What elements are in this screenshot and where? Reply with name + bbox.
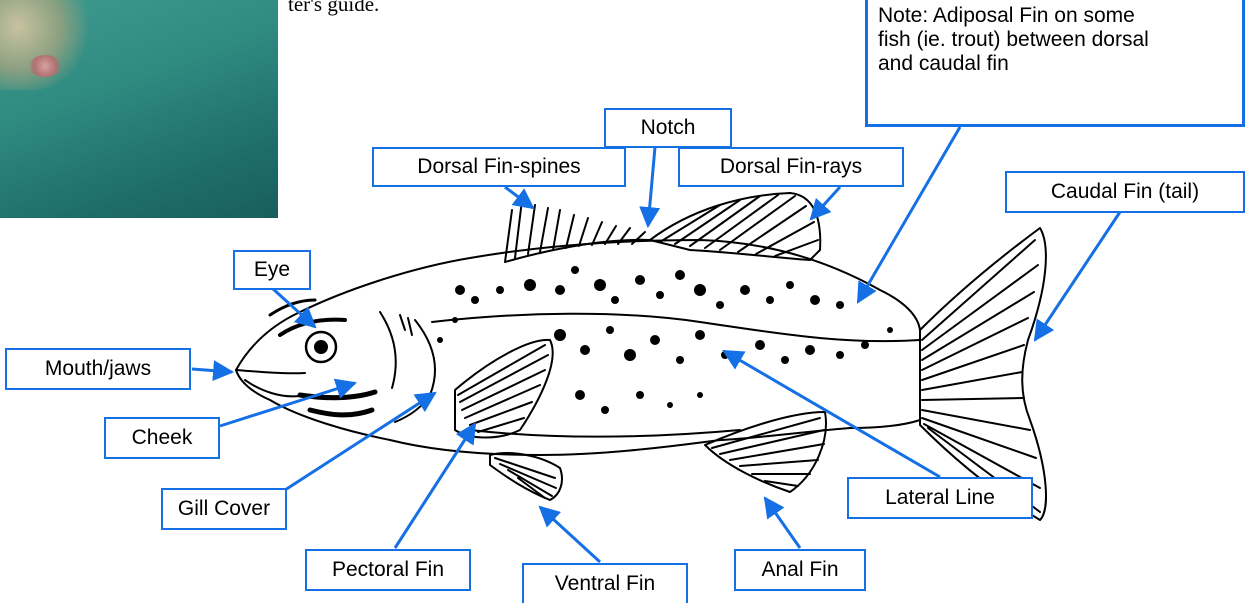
- arrow-cheek: [220, 383, 355, 426]
- arrow-anal: [765, 498, 800, 548]
- label-lateral-line: Lateral Line: [847, 477, 1033, 519]
- label-eye: Eye: [233, 250, 311, 290]
- fish-eye-inner: [315, 341, 327, 353]
- label-gill-cover: Gill Cover: [161, 488, 287, 530]
- arrow-lateral-line: [724, 351, 940, 477]
- arrow-caudal: [1035, 212, 1120, 340]
- label-anal-fin: Anal Fin: [734, 549, 866, 591]
- fish-dorsal-spines: [505, 200, 650, 262]
- arrow-pectoral: [395, 424, 475, 548]
- arrow-mouth: [192, 369, 232, 372]
- fish-lateral-line: [432, 314, 920, 341]
- fish-outline: [236, 193, 1046, 520]
- label-ventral-fin: Ventral Fin: [522, 563, 688, 603]
- label-caudal-fin: Caudal Fin (tail): [1005, 171, 1245, 213]
- fish-markings: [437, 266, 893, 414]
- arrow-dorsal-spines: [505, 187, 533, 208]
- adiposal-fin-note: Note: Adiposal Fin on some fish (ie. tro…: [865, 0, 1245, 127]
- arrow-dorsal-rays: [811, 187, 840, 219]
- label-notch: Notch: [604, 108, 732, 148]
- label-dorsal-fin-spines: Dorsal Fin-spines: [372, 147, 626, 187]
- arrow-gill-cover: [285, 393, 435, 490]
- label-pectoral-fin: Pectoral Fin: [305, 549, 471, 591]
- arrow-notch: [648, 147, 655, 226]
- fish-mouth: [236, 370, 305, 396]
- label-dorsal-fin-rays: Dorsal Fin-rays: [678, 147, 904, 187]
- label-mouth-jaws: Mouth/jaws: [5, 348, 191, 390]
- label-cheek: Cheek: [104, 417, 220, 459]
- arrow-ventral: [540, 507, 600, 562]
- fish-anal-fin: [705, 412, 826, 492]
